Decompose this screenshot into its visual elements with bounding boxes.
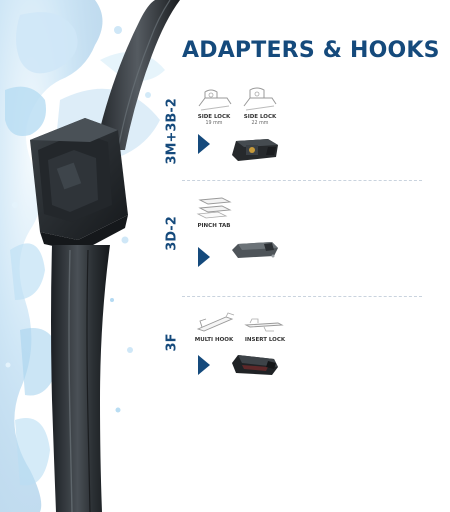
adapter-spec: 22 mm <box>251 121 269 126</box>
wiper-adapter-image <box>232 242 278 258</box>
adapter-name: SIDE LOCK <box>243 114 277 120</box>
side-lock-hook-icon <box>243 87 277 111</box>
section-divider <box>182 180 422 181</box>
group-label-3f: 3F <box>164 333 180 352</box>
section-divider <box>182 296 422 297</box>
page-title: ADAPTERS & HOOKS <box>182 38 440 63</box>
group-label-3d-2: 3D-2 <box>164 216 180 251</box>
pinch-tab-hook-icon <box>196 197 232 219</box>
wiper-adapter-image <box>232 355 278 375</box>
adapter-name: SIDE LOCK <box>197 114 231 120</box>
arrow-right-icon <box>198 247 210 267</box>
insert-lock-hook-icon <box>244 318 284 332</box>
group-label-3m-3b-2: 3M+3B-2 <box>164 98 180 165</box>
wiper-adapter-image <box>232 139 278 161</box>
adapter-spec: 19 mm <box>205 121 223 126</box>
side-lock-hook-icon <box>198 89 232 111</box>
adapter-name: PINCH TAB <box>197 223 231 229</box>
multi-hook-icon <box>196 312 235 332</box>
arrow-right-icon <box>198 355 210 375</box>
adapter-name: MULTI HOOK <box>194 337 234 343</box>
arrow-right-icon <box>198 134 210 154</box>
adapter-name: INSERT LOCK <box>244 337 286 343</box>
